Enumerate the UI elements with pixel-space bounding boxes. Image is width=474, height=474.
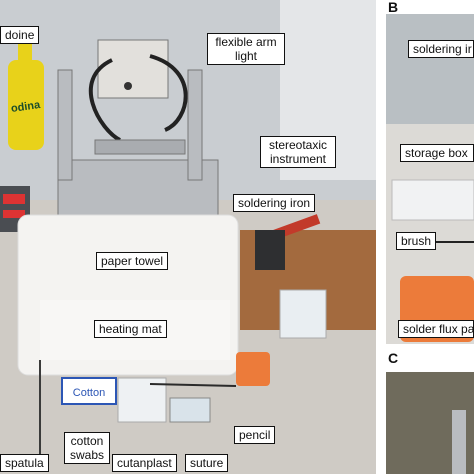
label-cotton-swabs: cotton swabs — [64, 432, 110, 464]
panel-b-storage-box — [391, 179, 474, 221]
label-pencil: pencil — [234, 426, 276, 444]
label-spatula: spatula — [0, 454, 49, 472]
label-iodine: doine — [0, 26, 40, 44]
light-source-box — [97, 39, 169, 99]
suture-pack — [169, 397, 211, 423]
label-flexible-arm-light-text: flexible arm light — [215, 35, 277, 63]
label-suture: suture — [185, 454, 229, 472]
box-text: Cotton — [73, 387, 105, 399]
controller-display — [3, 194, 25, 204]
label-brush: brush — [396, 232, 437, 250]
orange-container — [236, 352, 270, 386]
stereotaxic-arm-left — [57, 69, 73, 181]
panel-b-wall — [386, 14, 474, 124]
label-heating-mat: heating mat — [94, 320, 167, 338]
cutanplast-pack — [117, 377, 167, 423]
label-cotton-swabs-text: cotton swabs — [69, 434, 104, 462]
label-storage-box: storage box — [400, 144, 474, 162]
cotton-swabs-box — [61, 377, 117, 405]
label-soldering-iron-a: soldering iron — [233, 194, 316, 212]
panel-letter-c: C — [388, 350, 399, 366]
panel-c-metal — [452, 410, 466, 474]
stereotaxic-arm-right — [187, 69, 203, 181]
label-soldering-iron-b: soldering ir — [408, 40, 474, 58]
label-stereotaxic-instrument-text: stereotaxic instrument — [268, 138, 328, 166]
light-knob — [124, 82, 132, 90]
iodine-bottle-neck — [18, 44, 32, 62]
label-solder-flux-paste: solder flux pa — [398, 320, 474, 338]
panel-letter-b: B — [388, 0, 399, 15]
sterile-pouch — [279, 289, 327, 339]
flexible-arm-cables — [88, 54, 188, 142]
label-cutanplast: cutanplast — [112, 454, 177, 472]
stereotaxic-crossbar — [94, 139, 186, 155]
bottle-text: odina — [10, 99, 42, 115]
label-paper-towel: paper towel — [96, 252, 169, 270]
pencil-line — [149, 383, 237, 387]
iodine-bottle — [8, 60, 44, 150]
label-stereotaxic-instrument: stereotaxic instrument — [260, 136, 336, 168]
soldering-iron-base — [255, 230, 285, 270]
label-flexible-arm-light: flexible arm light — [207, 33, 285, 65]
panel-separator — [376, 0, 386, 474]
controller-display-2 — [3, 210, 25, 218]
